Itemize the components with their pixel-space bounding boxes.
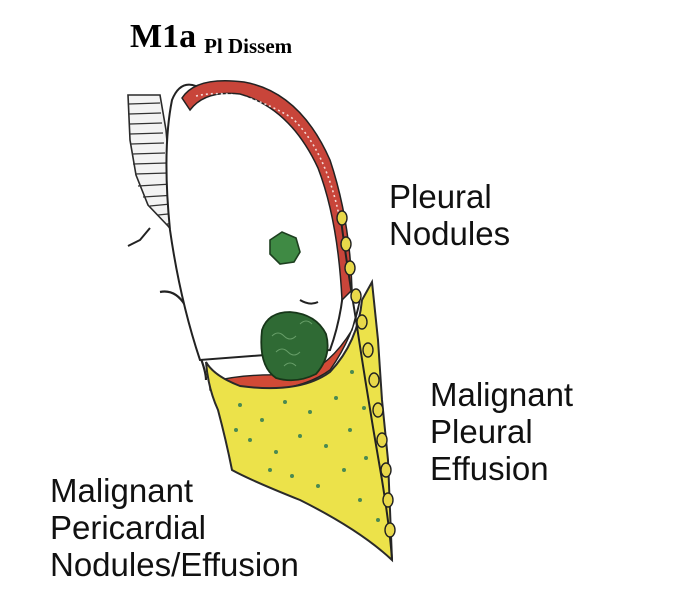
pleural-nodules-label: Pleural Nodules: [389, 178, 510, 252]
lung-outline: [165, 83, 346, 362]
label-line: Pericardial: [50, 509, 206, 546]
malignant-pericardial-label: Malignant Pericardial Nodules/Effusion: [50, 472, 299, 583]
pleural-effusion-region: [205, 278, 394, 563]
mediastinum-line: [127, 227, 151, 247]
label-line: Pleural: [389, 178, 492, 215]
primary-tumor-mass: [260, 311, 329, 382]
label-line: Pleural: [430, 413, 533, 450]
label-line: Malignant: [50, 472, 194, 509]
stage-sub-label: Pl Dissem: [204, 34, 293, 58]
pleural-nodule-chain: [336, 210, 396, 538]
label-line: Nodules: [389, 215, 511, 252]
effusion-cells: [234, 370, 380, 522]
label-line: Effusion: [430, 450, 549, 487]
stage-title: M1a Pl Dissem: [130, 18, 293, 58]
malignant-pleural-effusion-label: Malignant Pleural Effusion: [430, 376, 573, 487]
label-line: Nodules/Effusion: [50, 546, 299, 583]
small-tumor-nodule: [269, 231, 301, 265]
label-line: Malignant: [430, 376, 574, 413]
stage-main-label: M1a: [130, 18, 197, 55]
